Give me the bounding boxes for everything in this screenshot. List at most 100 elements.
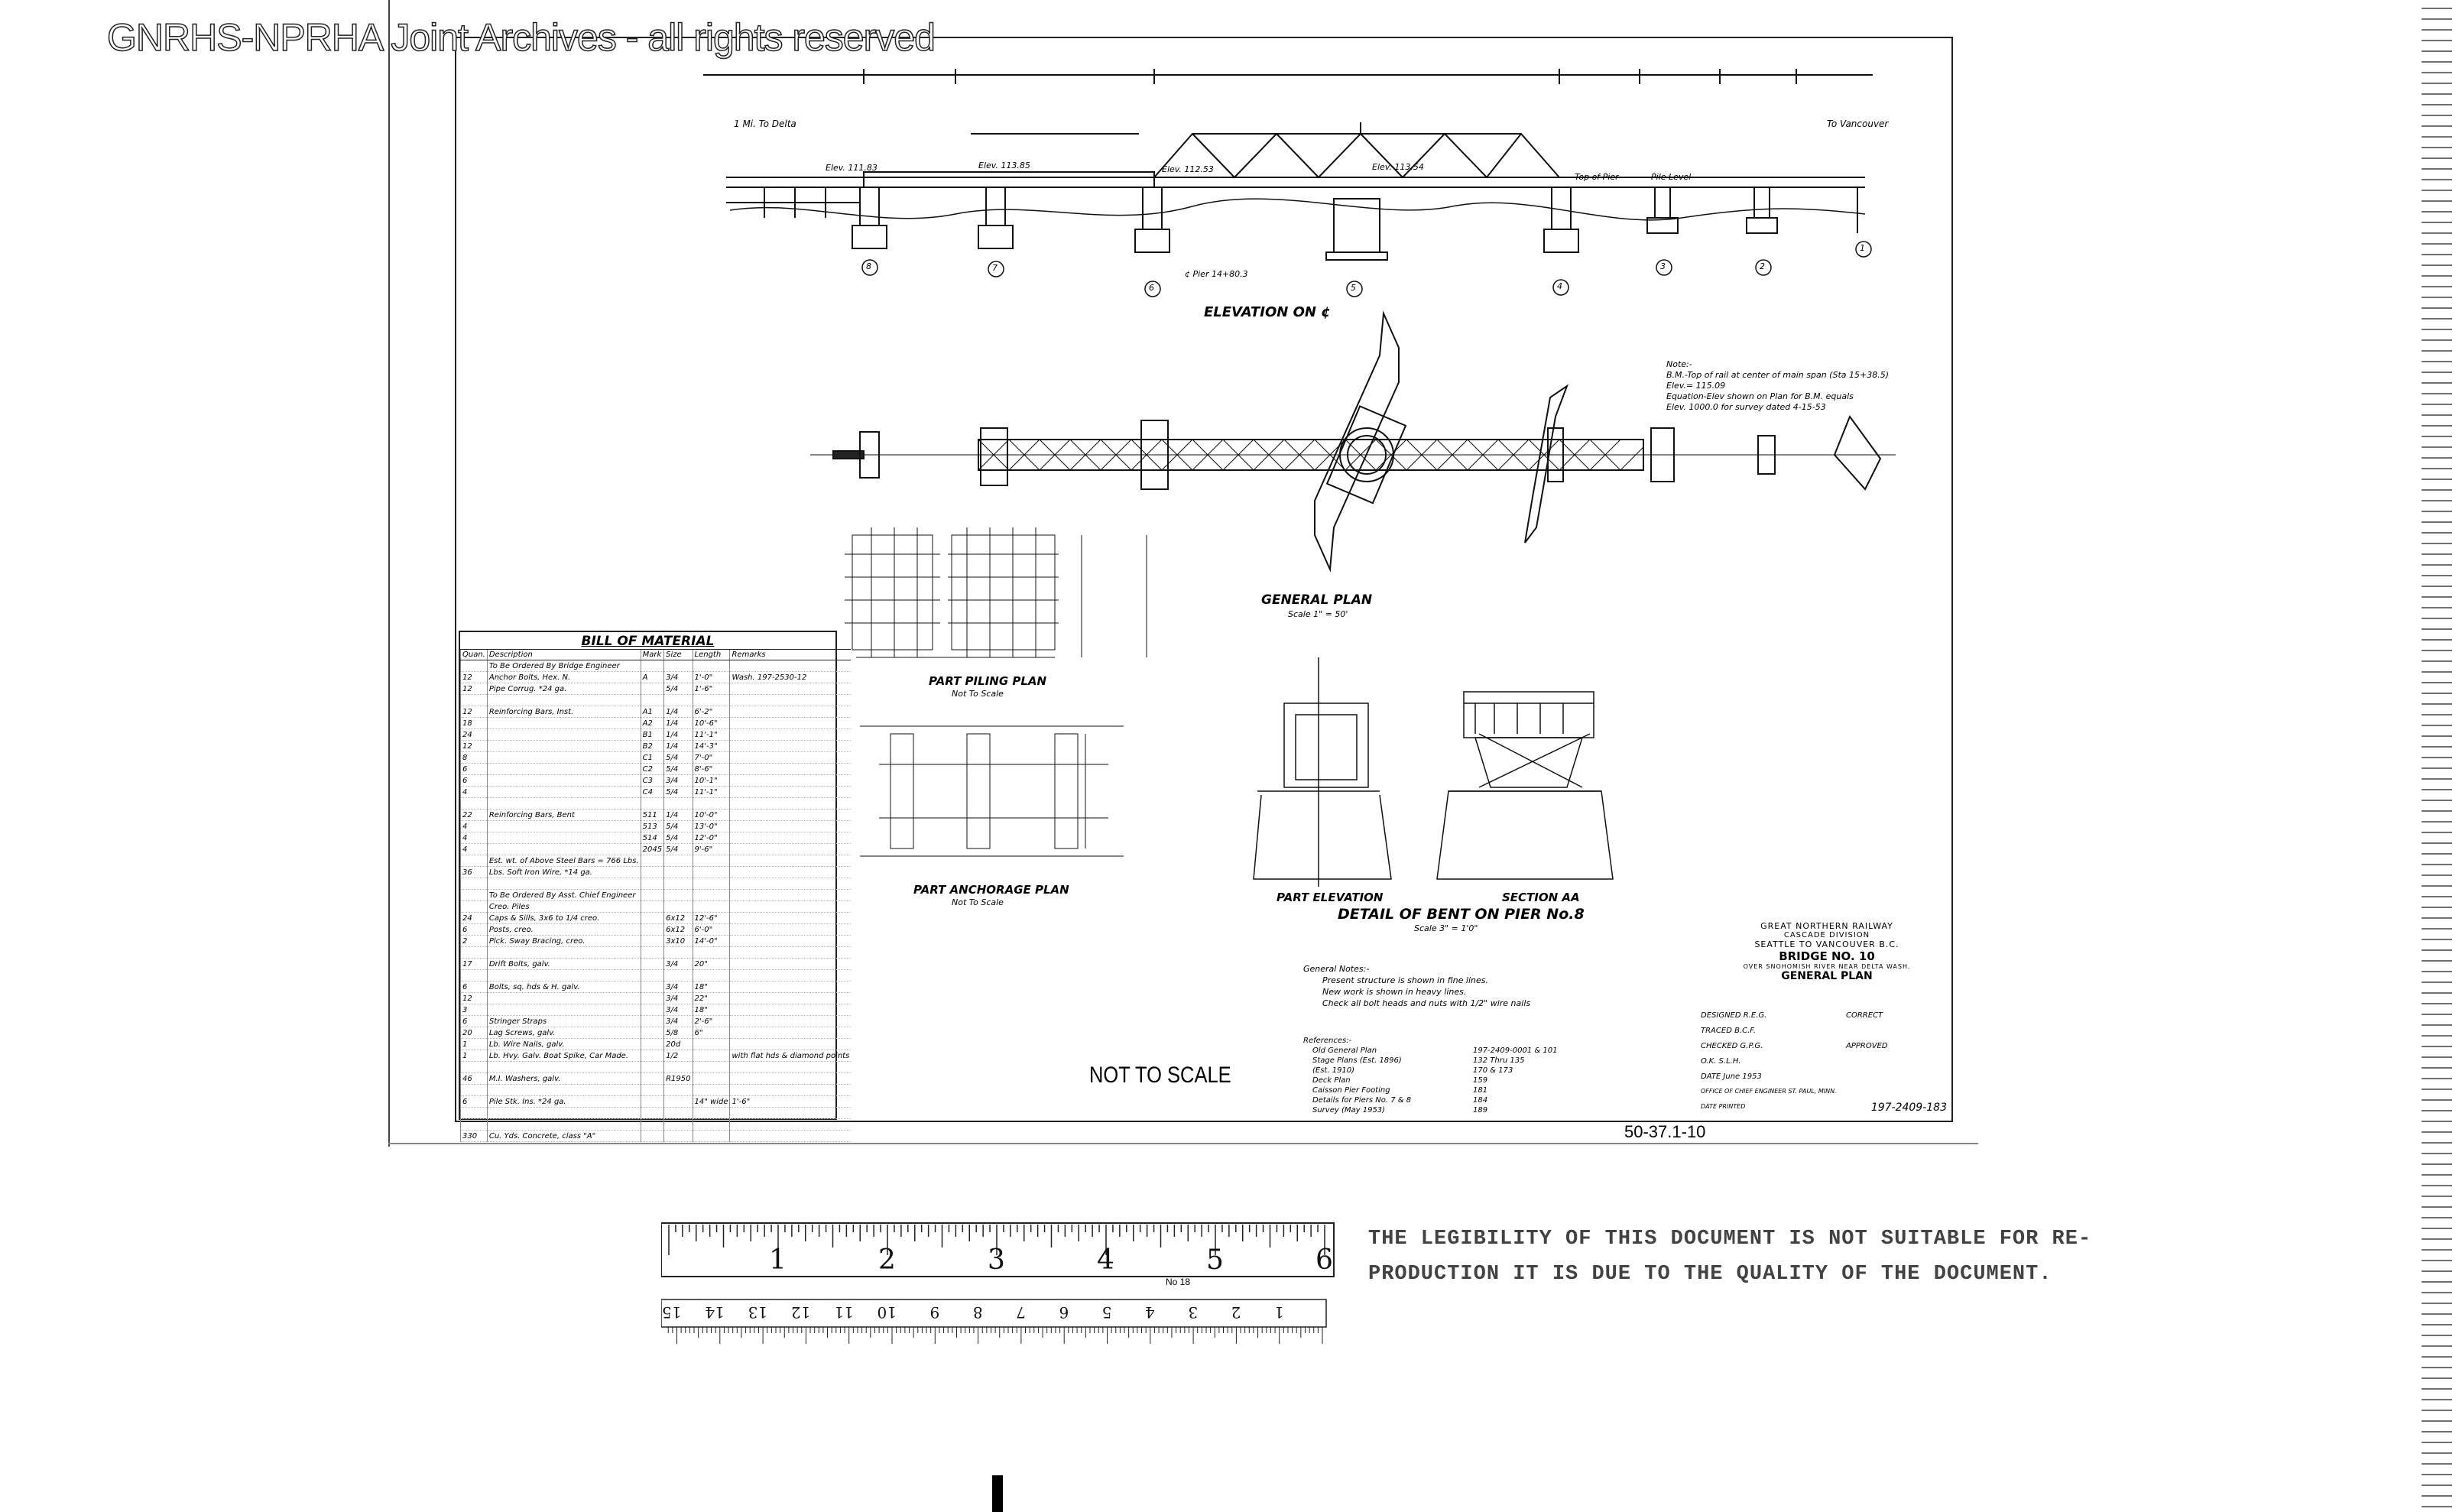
bom-cell [640, 1015, 664, 1027]
division: CASCADE DIVISION [1783, 931, 1870, 939]
bom-cell: 11'-1" [692, 786, 730, 798]
bom-cell [729, 774, 852, 787]
bom-cell [486, 992, 641, 1004]
bom-cell: 3/4 [663, 992, 693, 1004]
bom-column-header: Quan. [460, 649, 488, 660]
bom-cell [663, 1061, 693, 1073]
bom-cell: 513 [640, 820, 664, 832]
ruler-number: 6 [1059, 1303, 1069, 1322]
pier-number: 4 [1557, 281, 1562, 291]
ruler-number: 1 [769, 1244, 787, 1276]
bent-section-aa [1436, 691, 1614, 880]
bom-cell [663, 878, 693, 890]
general-plan-scale: Scale 1" = 50' [1288, 609, 1348, 619]
bom-cell: 5/4 [663, 843, 693, 855]
ruler-number: 7 [1016, 1303, 1026, 1322]
bom-cell: A1 [640, 706, 664, 718]
bom-cell: 6 [460, 981, 488, 993]
bom-cell [640, 889, 664, 901]
bom-cell [692, 1118, 730, 1131]
archive-watermark: GNRHS-NPRHA Joint Archives - all rights … [106, 15, 936, 60]
bom-cell: 14'-0" [692, 935, 730, 947]
part-anchorage-plan-title: PART ANCHORAGE PLAN [913, 883, 1069, 897]
railway-name: GREAT NORTHERN RAILWAY [1760, 921, 1893, 931]
elevation-annotation: Elev. 111.83 [826, 163, 878, 173]
bom-cell: M.I. Washers, galv. [486, 1072, 641, 1085]
bom-cell [486, 763, 641, 775]
bom-cell: 1/4 [663, 740, 693, 752]
bom-cell: 24 [460, 728, 488, 741]
bom-cell: Reinforcing Bars, Bent [486, 809, 641, 821]
bom-cell [729, 1118, 852, 1131]
bom-cell: 13'-0" [692, 820, 730, 832]
elevation-annotation: Elev. 113.85 [978, 161, 1030, 170]
bom-cell: 22" [692, 992, 730, 1004]
bom-cell [460, 969, 488, 982]
sheet-number: 197-2409-183 [1870, 1102, 1947, 1114]
bom-cell: 2 [460, 935, 488, 947]
bom-cell: Wash. 197-2530-12 [729, 671, 852, 683]
bom-cell [640, 1027, 664, 1039]
bom-cell: Cu. Yds. Concrete, class "A" [486, 1130, 641, 1142]
truss-plan [978, 439, 1644, 471]
bom-cell [460, 1118, 488, 1131]
bom-cell [729, 728, 852, 741]
bom-cell: 10'-6" [692, 717, 730, 729]
bom-cell: Anchor Bolts, Hex. N. [486, 671, 641, 683]
bom-cell [692, 1061, 730, 1073]
bom-cell [640, 1107, 664, 1119]
bom-cell [729, 751, 852, 764]
bom-cell: 1 [460, 1038, 488, 1050]
bom-cell [486, 1118, 641, 1131]
bom-cell: 5/4 [663, 786, 693, 798]
bom-cell [640, 878, 664, 890]
bom-cell [692, 694, 730, 706]
bom-cell: Bolts, sq. hds & H. galv. [486, 981, 641, 993]
bom-cell [460, 900, 488, 913]
bom-row: To Be Ordered By Asst. Chief Engineer [460, 889, 852, 901]
ruler-number: 9 [930, 1303, 940, 1322]
bill-of-material-title: BILL OF MATERIAL [581, 634, 715, 649]
bom-cell: 3/4 [663, 774, 693, 787]
bom-cell [729, 1015, 852, 1027]
detail-bent-scale: Scale 3" = 1'0" [1414, 923, 1478, 933]
bom-cell [729, 1027, 852, 1039]
bom-row: Creo. Piles [460, 900, 852, 913]
bom-cell: To Be Ordered By Asst. Chief Engineer [486, 889, 641, 901]
river-bed-line [729, 198, 1866, 221]
legibility-note: THE LEGIBILITY OF THIS DOCUMENT IS NOT S… [1368, 1228, 2092, 1286]
part-piling-plan [845, 527, 1147, 658]
approach-span-girder [863, 171, 1155, 188]
bom-cell [486, 797, 641, 810]
bom-cell: 2'-6" [692, 1015, 730, 1027]
bom-row [460, 797, 852, 810]
bom-cell: 18" [692, 1004, 730, 1016]
bom-cell: 5/8 [663, 1027, 693, 1039]
bom-cell: 7'-0" [692, 751, 730, 764]
bom-cell [640, 1004, 664, 1016]
bom-cell [692, 1130, 730, 1142]
bom-cell [729, 763, 852, 775]
scan-edge-strip [2422, 0, 2452, 1512]
bom-cell [729, 935, 852, 947]
bom-cell [640, 992, 664, 1004]
bom-cell: Caps & Sills, 3x6 to 1/4 creo. [486, 912, 641, 924]
ruler-number: 3 [988, 1244, 1005, 1276]
general-notes: General Notes:- Present structure is sho… [1303, 964, 1531, 1008]
bom-cell [460, 694, 488, 706]
bom-cell: 12'-0" [692, 832, 730, 844]
bom-cell: C3 [640, 774, 664, 787]
bom-cell [486, 694, 641, 706]
bom-cell [640, 900, 664, 913]
bom-cell [486, 1107, 641, 1119]
bom-cell [729, 683, 852, 695]
bom-cell: Creo. Piles [486, 900, 641, 913]
